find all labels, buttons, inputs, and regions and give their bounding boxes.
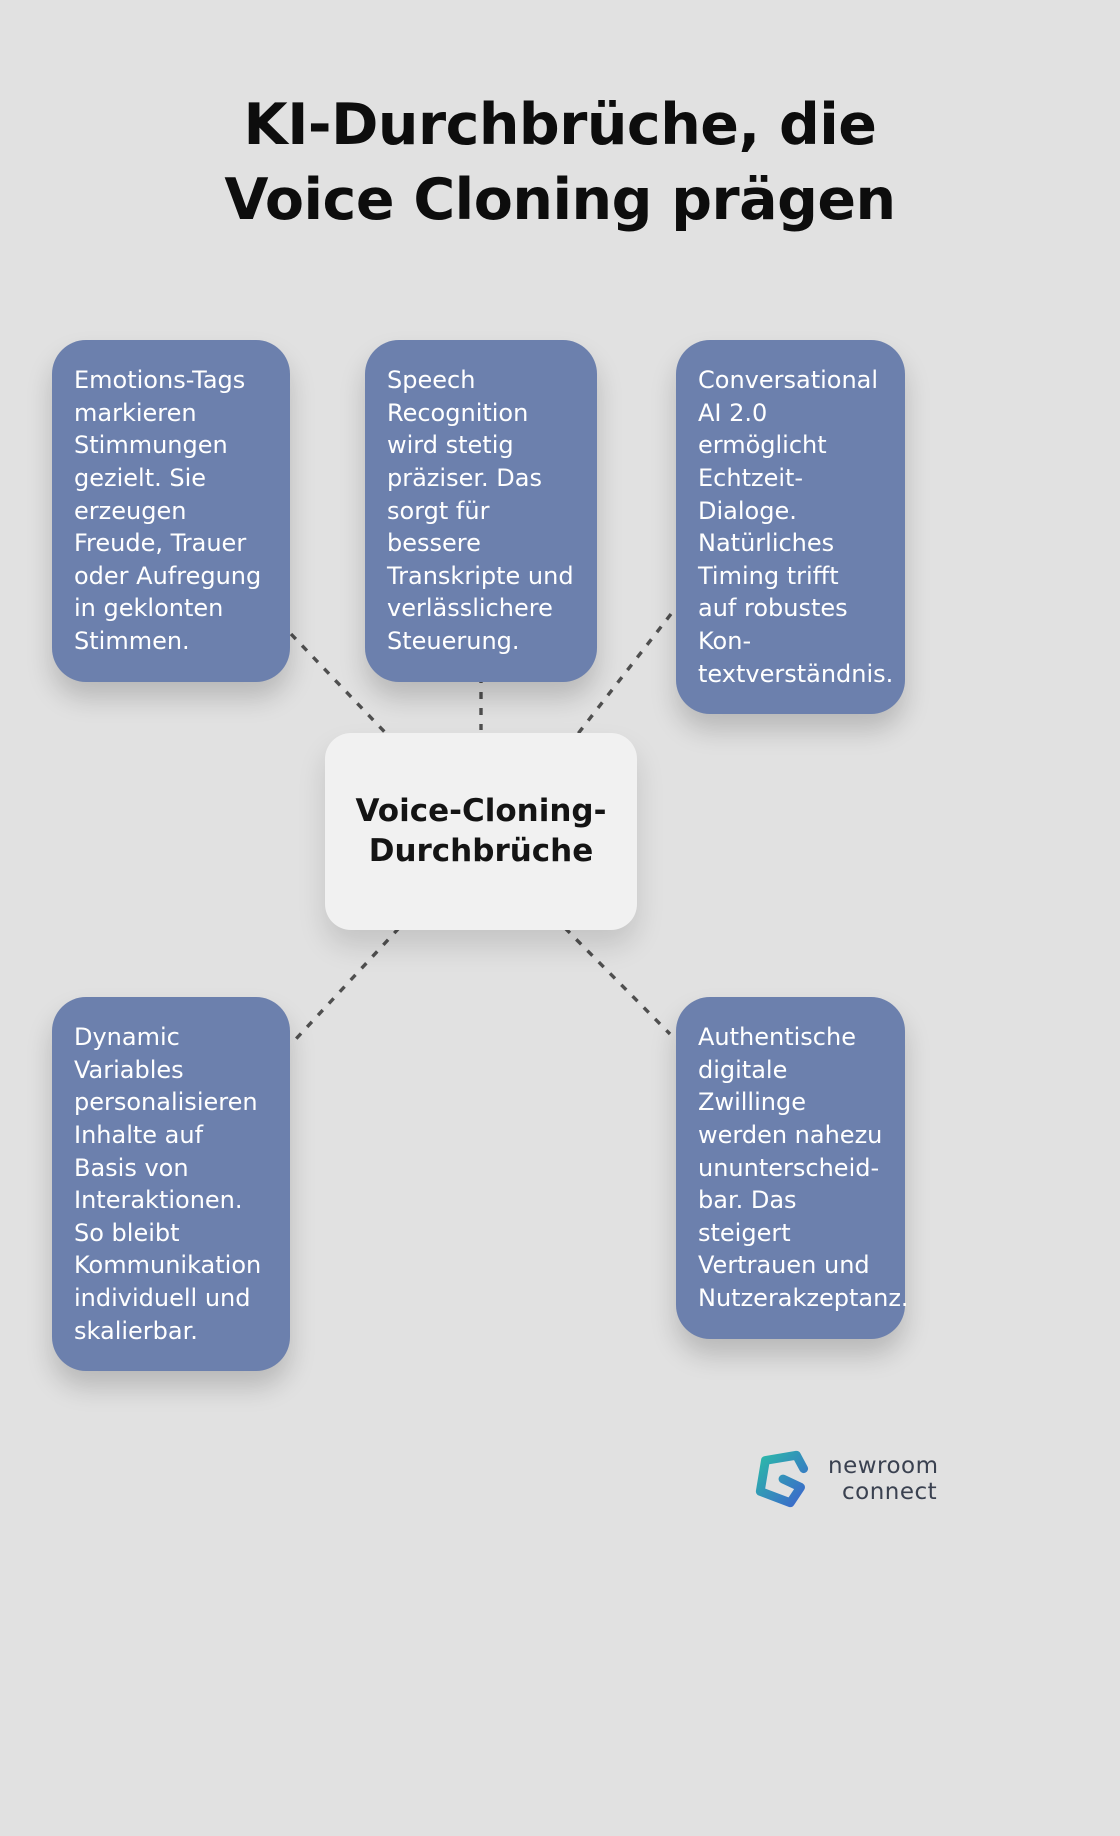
page-title: KI-Durchbrüche, die Voice Cloning prägen [224, 92, 896, 234]
logo-text-newroom: newroom [828, 1452, 939, 1479]
center-node: Voice-Cloning-Durchbrüche [325, 733, 637, 930]
node-speech-recognition-text: Speech Recognition wird stetig präziser.… [387, 366, 574, 655]
newroom-connect-logo-icon [755, 1450, 809, 1508]
node-dynamic-variables-text: Dynamic Variables personalisieren Inhalt… [74, 1023, 262, 1345]
node-conversational-ai: Conversational AI 2.0 ermöglicht Echtzei… [676, 340, 905, 715]
connector-digital-twins [563, 926, 672, 1036]
node-digital-twins: Authentische digitale Zwillinge werden n… [676, 997, 909, 1339]
newroom-connect-logo-text: newroom connect [828, 1453, 939, 1506]
logo-text-connect: connect [842, 1479, 938, 1505]
center-node-label: Voice-Cloning-Durchbrüche [355, 793, 607, 870]
node-emotions-tags: Emotions-Tags markieren Stimmungen gezie… [52, 340, 290, 682]
node-emotions-tags-text: Emotions-Tags markieren Stimmungen gezie… [74, 366, 262, 655]
node-dynamic-variables: Dynamic Variables personalisieren Inhalt… [52, 997, 290, 1372]
node-speech-recognition: Speech Recognition wird stetig präziser.… [365, 340, 597, 682]
connector-dynamic-variables [293, 926, 401, 1042]
newroom-connect-logo: newroom connect [752, 1448, 939, 1510]
node-conversational-ai-text: Conversational AI 2.0 ermöglicht Echtzei… [698, 366, 894, 688]
node-digital-twins-text: Authentische digitale Zwillinge werden n… [698, 1023, 909, 1312]
